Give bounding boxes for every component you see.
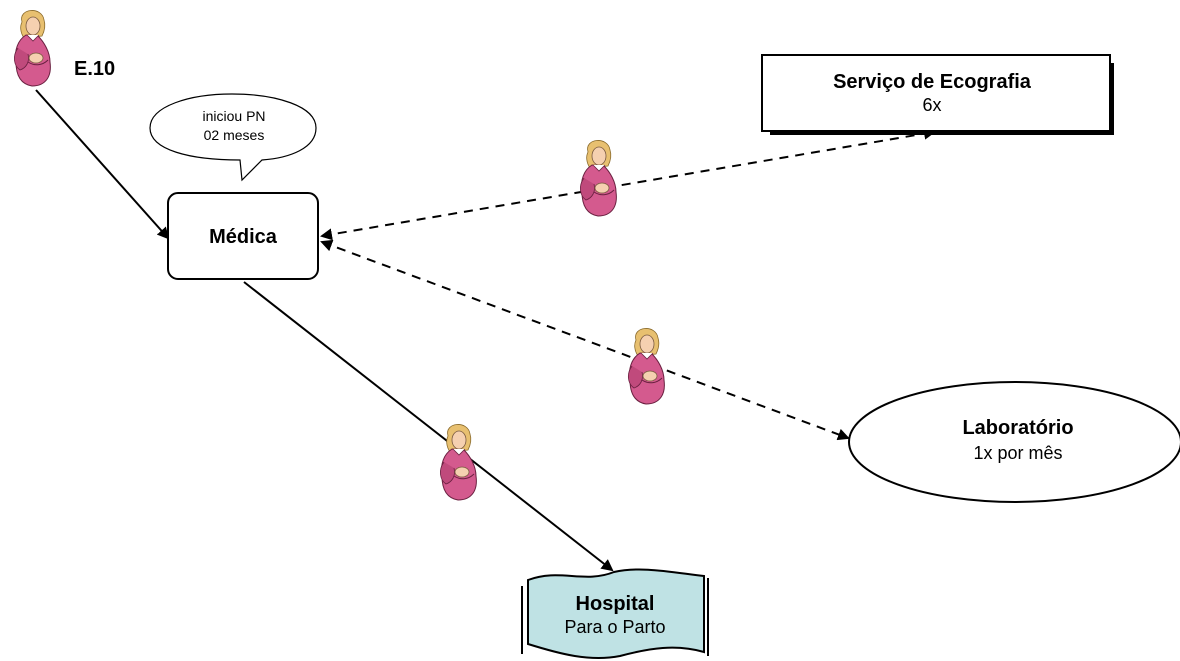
node-laboratorio-subtitle: 1x por mês xyxy=(973,443,1062,463)
edge-medica-to-hospital xyxy=(243,281,614,572)
node-laboratorio-title: Laboratório xyxy=(962,417,1073,439)
node-laboratorio: Laboratório 1x por mês xyxy=(848,381,1180,503)
pregnant-woman-icon xyxy=(13,9,51,87)
node-medica: Médica xyxy=(167,192,319,280)
pregnant-woman-icon xyxy=(579,139,617,217)
node-ecografia-subtitle: 6x xyxy=(922,95,941,115)
node-medica-title: Médica xyxy=(209,226,278,248)
speech-bubble-line2: 02 meses xyxy=(204,127,265,143)
node-hospital: Hospital Para o Parto xyxy=(521,568,709,660)
speech-bubble: iniciou PN 02 meses xyxy=(149,93,317,182)
node-hospital-subtitle: Para o Parto xyxy=(564,617,665,637)
edge-medica-ecografia xyxy=(320,127,936,241)
node-hospital-title: Hospital xyxy=(576,593,655,615)
pregnant-woman-icon xyxy=(439,423,477,501)
patient-label: E.10 xyxy=(74,58,115,80)
node-ecografia-title: Serviço de Ecografia xyxy=(833,71,1032,93)
node-ecografia: Serviço de Ecografia 6x xyxy=(761,54,1114,135)
speech-bubble-line1: iniciou PN xyxy=(202,108,265,124)
pregnant-woman-icon xyxy=(627,327,665,405)
edge-medica-laboratorio xyxy=(320,239,850,441)
edge-patient-to-medica xyxy=(35,89,170,240)
